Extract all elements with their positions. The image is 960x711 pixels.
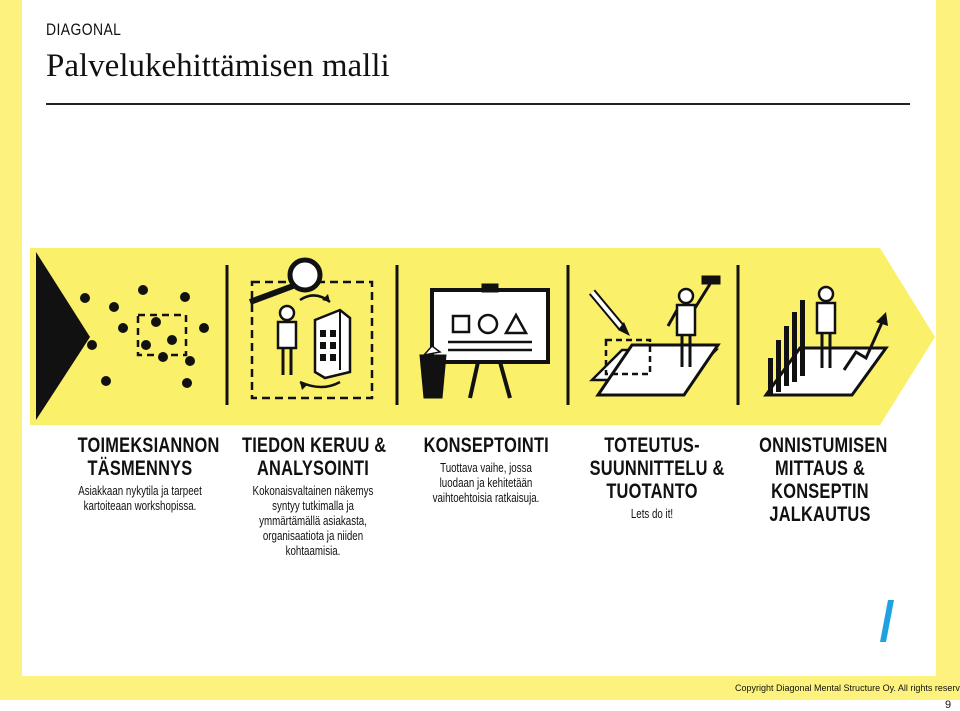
stage-heading-line: KONSEPTIN [771, 480, 869, 503]
stage-konseptointi: KONSEPTOINTI Tuottava vaihe, jossa luoda… [406, 434, 566, 506]
stage-heading: TOTEUTUS- SUUNNITTELU & TUOTANTO [589, 434, 725, 503]
stage-heading-line: KONSEPTOINTI [423, 434, 549, 457]
stage-heading: TIEDON KERUU & ANALYSOINTI [242, 434, 387, 480]
brand-name: DIAGONAL [46, 20, 122, 39]
stage-onnistumisen-mittaus: ONNISTUMISEN MITTAUS & KONSEPTIN JALKAUT… [742, 434, 898, 526]
stage-toteutussuunnittelu: TOTEUTUS- SUUNNITTELU & TUOTANTO Lets do… [572, 434, 732, 522]
growth-chart-person-icon [763, 285, 889, 397]
pencil-paint-roller-icon [588, 275, 721, 397]
stage-heading-line: TUOTANTO [606, 480, 698, 503]
stage-heading-line: ONNISTUMISEN [759, 434, 888, 457]
scattered-dots-icon [80, 285, 209, 388]
diagonal-slash-logo [880, 600, 894, 642]
stage-toimeksiannon-tasmennys: TOIMEKSIANNON TÄSMENNYS Asiakkaan nykyti… [60, 434, 220, 514]
page-number: 9 [945, 699, 952, 711]
stage-description: Lets do it! [630, 507, 674, 521]
stage-heading: KONSEPTOINTI [424, 434, 549, 457]
stage-heading-line: TOIMEKSIANNON [77, 434, 220, 457]
stage-tiedon-keruu: TIEDON KERUU & ANALYSOINTI Kokonaisvalta… [222, 434, 404, 559]
page-title: Palvelukehittämisen malli [46, 48, 390, 84]
stage-heading-line: SUUNNITTELU & [589, 457, 725, 480]
stage-heading-line: MITTAUS & [774, 457, 866, 480]
stage-heading: ONNISTUMISEN MITTAUS & KONSEPTIN JALKAUT… [759, 434, 888, 526]
copyright-notice: Copyright Diagonal Mental Structure Oy. … [735, 683, 960, 693]
stage-description: Tuottava vaihe, jossa luodaan ja kehitet… [432, 461, 540, 505]
stage-description: Kokonaisvaltainen näkemys syntyy tutkima… [252, 484, 374, 558]
start-triangle [36, 252, 90, 420]
magnifier-person-building-icon [248, 257, 374, 400]
stage-heading-line: ANALYSOINTI [256, 457, 370, 480]
stage-heading-line: TÄSMENNYS [87, 457, 193, 480]
stage-heading-line: TOTEUTUS- [604, 434, 700, 457]
stage-heading-line: JALKAUTUS [769, 503, 871, 526]
stage-dividers [225, 265, 740, 405]
stage-description: Asiakkaan nykytila ja tarpeet kartoiteaa… [78, 484, 202, 513]
title-divider [46, 103, 910, 105]
stage-heading-line: TIEDON KERUU & [242, 434, 387, 457]
presentation-board-icon [419, 283, 550, 399]
stage-heading: TOIMEKSIANNON TÄSMENNYS [77, 434, 220, 480]
